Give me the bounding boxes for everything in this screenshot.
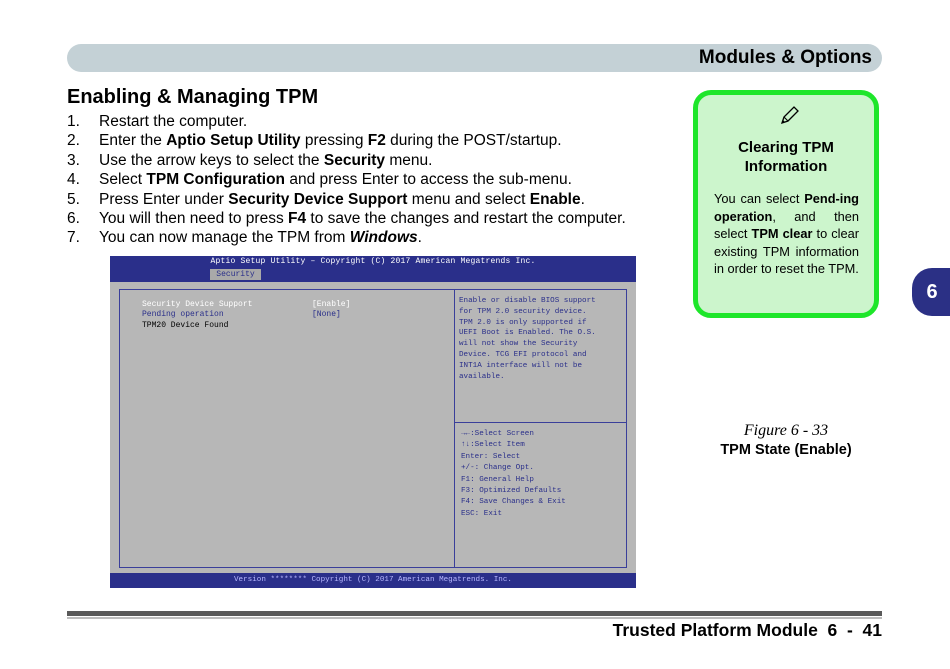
bios-key-line: ESC: Exit: [461, 509, 503, 518]
step-item: 4. Select TPM Configuration and press Ent…: [67, 170, 657, 189]
bios-help-line: available.: [459, 372, 505, 381]
bios-key-line: F4: Save Changes & Exit: [461, 498, 566, 507]
chapter-tab[interactable]: 6: [912, 268, 950, 316]
step-text: Select TPM Configuration and press Enter…: [99, 170, 572, 189]
step-item: 7. You can now manage the TPM from Window…: [67, 228, 657, 247]
text-segment: Windows: [349, 229, 418, 247]
text-segment: during the POST/startup.: [385, 132, 562, 150]
figure-title: TPM State (Enable): [720, 442, 852, 458]
bios-row-label: TPM20 Device Found: [142, 321, 229, 330]
step-number: 7.: [67, 229, 80, 247]
step-number: 4.: [67, 171, 80, 189]
page-header-bar: Modules & Options: [67, 44, 882, 72]
text-segment: .: [417, 229, 422, 247]
text-segment: TPM Configuration: [146, 171, 286, 189]
text-segment: Use the arrow keys to select the: [99, 151, 324, 169]
step-text: You will then need to press F4 to save t…: [99, 209, 626, 228]
bios-key-line: ↑↓:Select Item: [461, 441, 525, 450]
step-number: 3.: [67, 151, 80, 169]
text-segment: Pend-ing operation: [714, 191, 859, 224]
text-segment: TPM clear: [751, 226, 813, 242]
bios-screenshot: Aptio Setup Utility – Copyright (C) 2017…: [110, 256, 636, 588]
bios-help-line: for TPM 2.0 security device.: [459, 307, 587, 316]
text-segment: menu.: [385, 151, 433, 169]
step-item: 6. You will then need to press F4 to save…: [67, 209, 657, 228]
footer-rule-thin: [67, 617, 882, 619]
step-text: You can now manage the TPM from Windows.: [99, 228, 422, 247]
step-number: 2.: [67, 132, 80, 150]
note-title-line: Information: [744, 158, 828, 175]
bios-key-line: Enter: Select: [461, 452, 521, 461]
bios-key-line: →←:Select Screen: [461, 430, 534, 438]
step-number: 6.: [67, 209, 80, 227]
text-segment: You can now manage the TPM from: [99, 229, 350, 247]
text-segment: menu and select: [407, 190, 530, 208]
bios-title: Aptio Setup Utility – Copyright (C) 2017…: [210, 257, 536, 266]
figure-caption: Figure 6 - 33: [743, 422, 829, 439]
bios-row-value: [Enable]: [312, 300, 351, 309]
pencil-icon: [780, 106, 799, 125]
text-segment: Enter the: [99, 132, 167, 150]
text-segment: Security Device Support: [228, 190, 408, 208]
bios-row-value: [None]: [312, 310, 341, 319]
step-text: Enter the Aptio Setup Utility pressing F…: [99, 131, 562, 150]
text-segment: You will then need to press: [99, 209, 288, 227]
text-segment: Restart the computer.: [99, 113, 248, 130]
bios-key-line: +/-: Change Opt.: [461, 464, 534, 473]
step-number: 1.: [67, 113, 80, 130]
header-title: Modules & Options: [698, 47, 872, 68]
bios-key-line: F3: Optimized Defaults: [461, 487, 562, 496]
text-segment: to clear existing TPM information in ord…: [714, 226, 859, 277]
bios-title-bar: Aptio Setup Utility – Copyright (C) 2017…: [110, 256, 636, 282]
text-segment: .: [580, 190, 585, 208]
text-segment: Press Enter under: [99, 190, 229, 208]
steps-list: 1. Restart the computer. 2. Enter the Aptio…: [67, 112, 657, 248]
text-segment: Enable: [529, 190, 581, 208]
step-item: 2. Enter the Aptio Setup Utility pressing…: [67, 131, 657, 150]
note-text: You can select Pend-ing operation, and t…: [714, 190, 859, 278]
step-item: 3. Use the arrow keys to select the Secur…: [67, 151, 657, 170]
text-segment: and press Enter to access the sub-menu.: [285, 171, 572, 189]
step-text: Use the arrow keys to select the Securit…: [99, 151, 432, 170]
note-title-line: Clearing TPM: [738, 139, 834, 156]
text-segment: pressing: [300, 132, 368, 150]
bios-help-line: INT1A interface will not be: [459, 361, 583, 370]
bios-help-line: UEFI Boot is Enabled. The O.S.: [459, 329, 596, 338]
text-segment: Aptio Setup Utility: [166, 132, 301, 150]
footer-rule: [67, 611, 882, 616]
bios-help-divider: [455, 422, 626, 423]
note-title: Clearing TPM Information: [706, 138, 866, 176]
text-segment: to save the changes and restart the comp…: [306, 209, 626, 227]
bios-row-label: Pending operation: [142, 310, 224, 319]
bios-help-line: TPM 2.0 is only supported if: [459, 318, 587, 327]
text-segment: Security: [323, 151, 386, 169]
bios-help-line: will not show the Security: [459, 340, 578, 349]
footer-text: Trusted Platform Module 6 - 41: [612, 620, 882, 640]
bios-main-panel: Security Device Support [Enable] Pending…: [119, 289, 455, 568]
text-segment: Select: [99, 171, 147, 189]
bios-key-line: F1: General Help: [461, 475, 534, 484]
bios-help-text: Enable or disable BIOS support for TPM 2.…: [459, 296, 627, 382]
text-segment: You can select: [714, 191, 805, 206]
bios-help-line: Enable or disable BIOS support: [459, 297, 596, 305]
step-item: 5. Press Enter under Security Device Supp…: [67, 190, 657, 209]
step-text: Restart the computer.: [99, 112, 247, 131]
bios-footer: Version ******** Copyright (C) 2017 Amer…: [110, 573, 636, 588]
bios-help-panel: Enable or disable BIOS support for TPM 2.…: [454, 289, 627, 568]
section-title: Enabling & Managing TPM: [67, 86, 319, 108]
text-segment: , and then select: [714, 208, 859, 242]
bios-help-line: Device. TCG EFI protocol and: [459, 350, 587, 359]
step-item: 1. Restart the computer.: [67, 112, 657, 131]
step-text: Press Enter under Security Device Suppor…: [99, 190, 585, 209]
note-box: Clearing TPM Information You can select …: [693, 90, 879, 318]
text-segment: F4: [288, 209, 307, 227]
step-number: 5.: [67, 190, 80, 208]
bios-tab-security: Security: [210, 269, 261, 280]
bios-row-label: Security Device Support: [142, 300, 253, 309]
text-segment: F2: [367, 132, 386, 150]
